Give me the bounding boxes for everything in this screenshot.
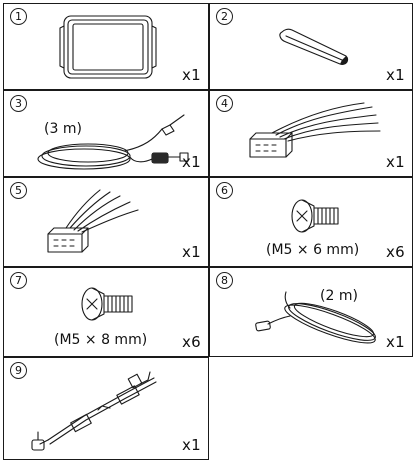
part-cell-5: 5 x1: [3, 177, 209, 267]
screw-size-note: (M5 × 8 mm): [54, 332, 148, 348]
flat-head-screw-icon: [291, 199, 339, 233]
quantity-label: x1: [181, 66, 201, 84]
part-number-badge: 9: [10, 362, 27, 379]
part-number-badge: 5: [10, 182, 27, 199]
screw-size-note: (M5 × 6 mm): [266, 242, 360, 258]
part-cell-7: 7 (M5 × 8 mm) x6: [3, 267, 209, 357]
part-number-badge: 3: [10, 95, 27, 112]
trim-frame-icon: [59, 15, 157, 79]
quantity-label: x1: [181, 436, 201, 454]
cable-length-note: (2 m): [320, 288, 358, 304]
part-cell-2: 2 x1: [209, 3, 413, 90]
quantity-label: x6: [385, 243, 405, 261]
quantity-label: x1: [385, 66, 405, 84]
quantity-label: x6: [181, 333, 201, 351]
antenna-cable-icon: [255, 291, 376, 344]
part-number-badge: 6: [216, 182, 233, 199]
part-number-badge: 7: [10, 272, 27, 289]
quantity-label: x1: [385, 153, 405, 171]
cable-length-note: (3 m): [44, 121, 82, 137]
microphone-cable-icon: [37, 114, 189, 170]
part-cell-8: 8 (2 m) x1: [209, 267, 413, 357]
part-number-badge: 1: [10, 8, 27, 25]
quantity-label: x1: [181, 243, 201, 261]
flat-head-screw-icon: [81, 287, 133, 321]
wiring-harness-icon: [249, 102, 381, 158]
part-cell-3: 3 (3 m) x1: [3, 90, 209, 177]
quantity-label: x1: [181, 153, 201, 171]
parts-list-grid: 1 x1 2 x1 3 (3 m): [3, 3, 413, 460]
wiring-harness-icon: [47, 189, 139, 253]
part-cell-4: 4 x1: [209, 90, 413, 177]
extraction-key-icon: [279, 28, 349, 65]
part-cell-9: 9 x1: [3, 357, 209, 460]
part-cell-1: 1 x1: [3, 3, 209, 90]
part-cell-6: 6 (M5 × 6 mm) x6: [209, 177, 413, 267]
part-number-badge: 2: [216, 8, 233, 25]
power-cable-icon: [31, 371, 157, 451]
part-number-badge: 8: [216, 272, 233, 289]
part-number-badge: 4: [216, 95, 233, 112]
quantity-label: x1: [385, 333, 405, 351]
